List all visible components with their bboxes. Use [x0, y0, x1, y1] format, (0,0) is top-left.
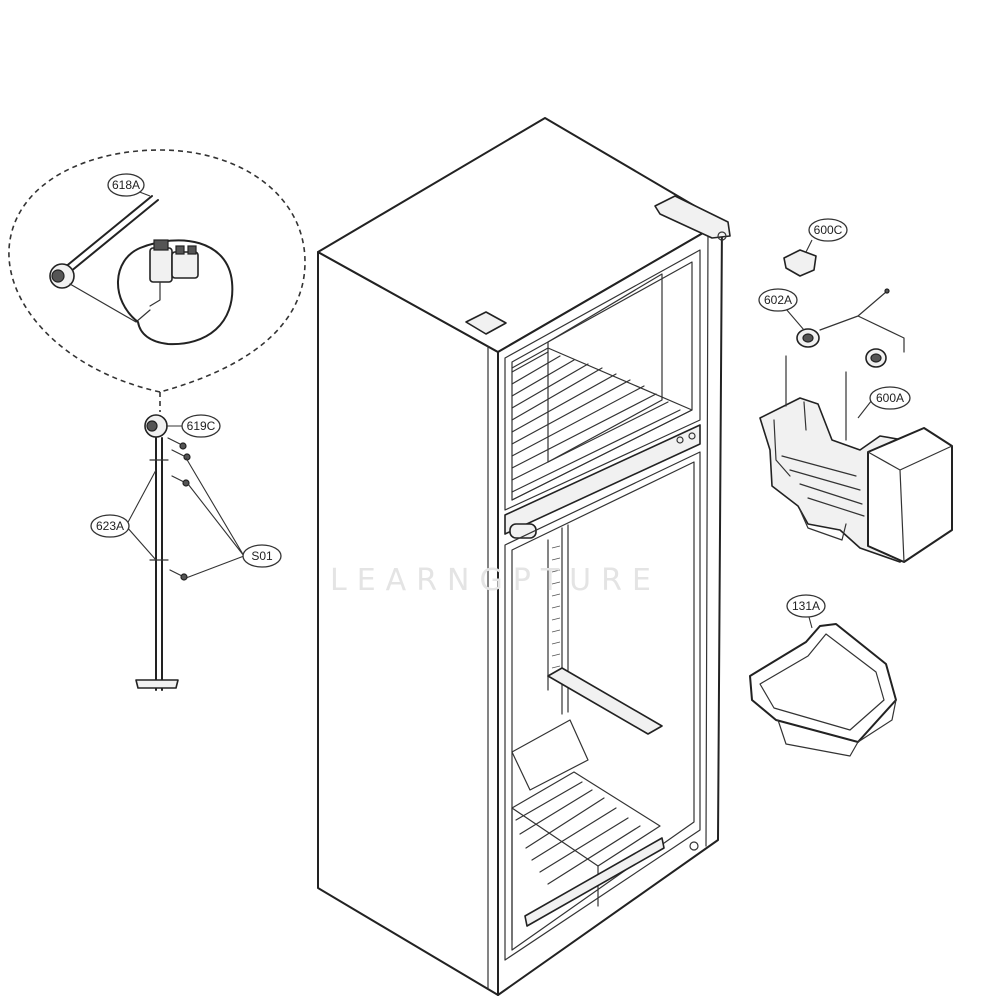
water-valve-detail [8, 149, 306, 393]
callout-label: 602A [764, 293, 792, 307]
refrigerator-cabinet: LEARNGPTURE [317, 117, 731, 996]
callout-label: 623A [96, 519, 124, 533]
leader-lines [123, 185, 873, 629]
watermark: LEARNGPTURE [330, 563, 661, 598]
solenoid-valve [149, 239, 199, 307]
shelf-rail [547, 539, 561, 691]
freezer-wire-shelf [511, 347, 693, 501]
callout-131A: 131A [786, 594, 826, 618]
inlet-valve-detail [49, 263, 151, 323]
screws [167, 437, 191, 581]
callout-623A: 623A [90, 514, 130, 538]
ice-maker [759, 249, 953, 563]
callout-label: S01 [251, 549, 273, 563]
crisper-grille [511, 771, 661, 941]
callout-label: 600A [876, 391, 904, 405]
ice-bin [749, 623, 897, 757]
callout-label: 618A [112, 178, 140, 192]
callout-619C: 619C [181, 414, 221, 438]
ice-maker-clip [783, 249, 817, 277]
callout-label: 131A [792, 599, 820, 613]
callout-600C: 600C [808, 218, 848, 242]
fill-tube-assembly [135, 414, 191, 691]
callout-label: 619C [187, 419, 216, 433]
freezer-compartment [504, 249, 701, 539]
glass-shelf [547, 667, 663, 735]
callout-S01: S01 [242, 544, 282, 568]
top-vent [465, 311, 507, 335]
callout-label: 600C [814, 223, 843, 237]
mounting-grommets [796, 328, 887, 368]
callout-618A: 618A [107, 173, 145, 197]
fresh-food-compartment [504, 451, 701, 961]
callout-602A: 602A [758, 288, 798, 312]
callout-600A: 600A [869, 386, 911, 410]
water-line-618A [63, 195, 153, 269]
top-hinge [654, 195, 731, 239]
tube-foot [135, 679, 179, 689]
